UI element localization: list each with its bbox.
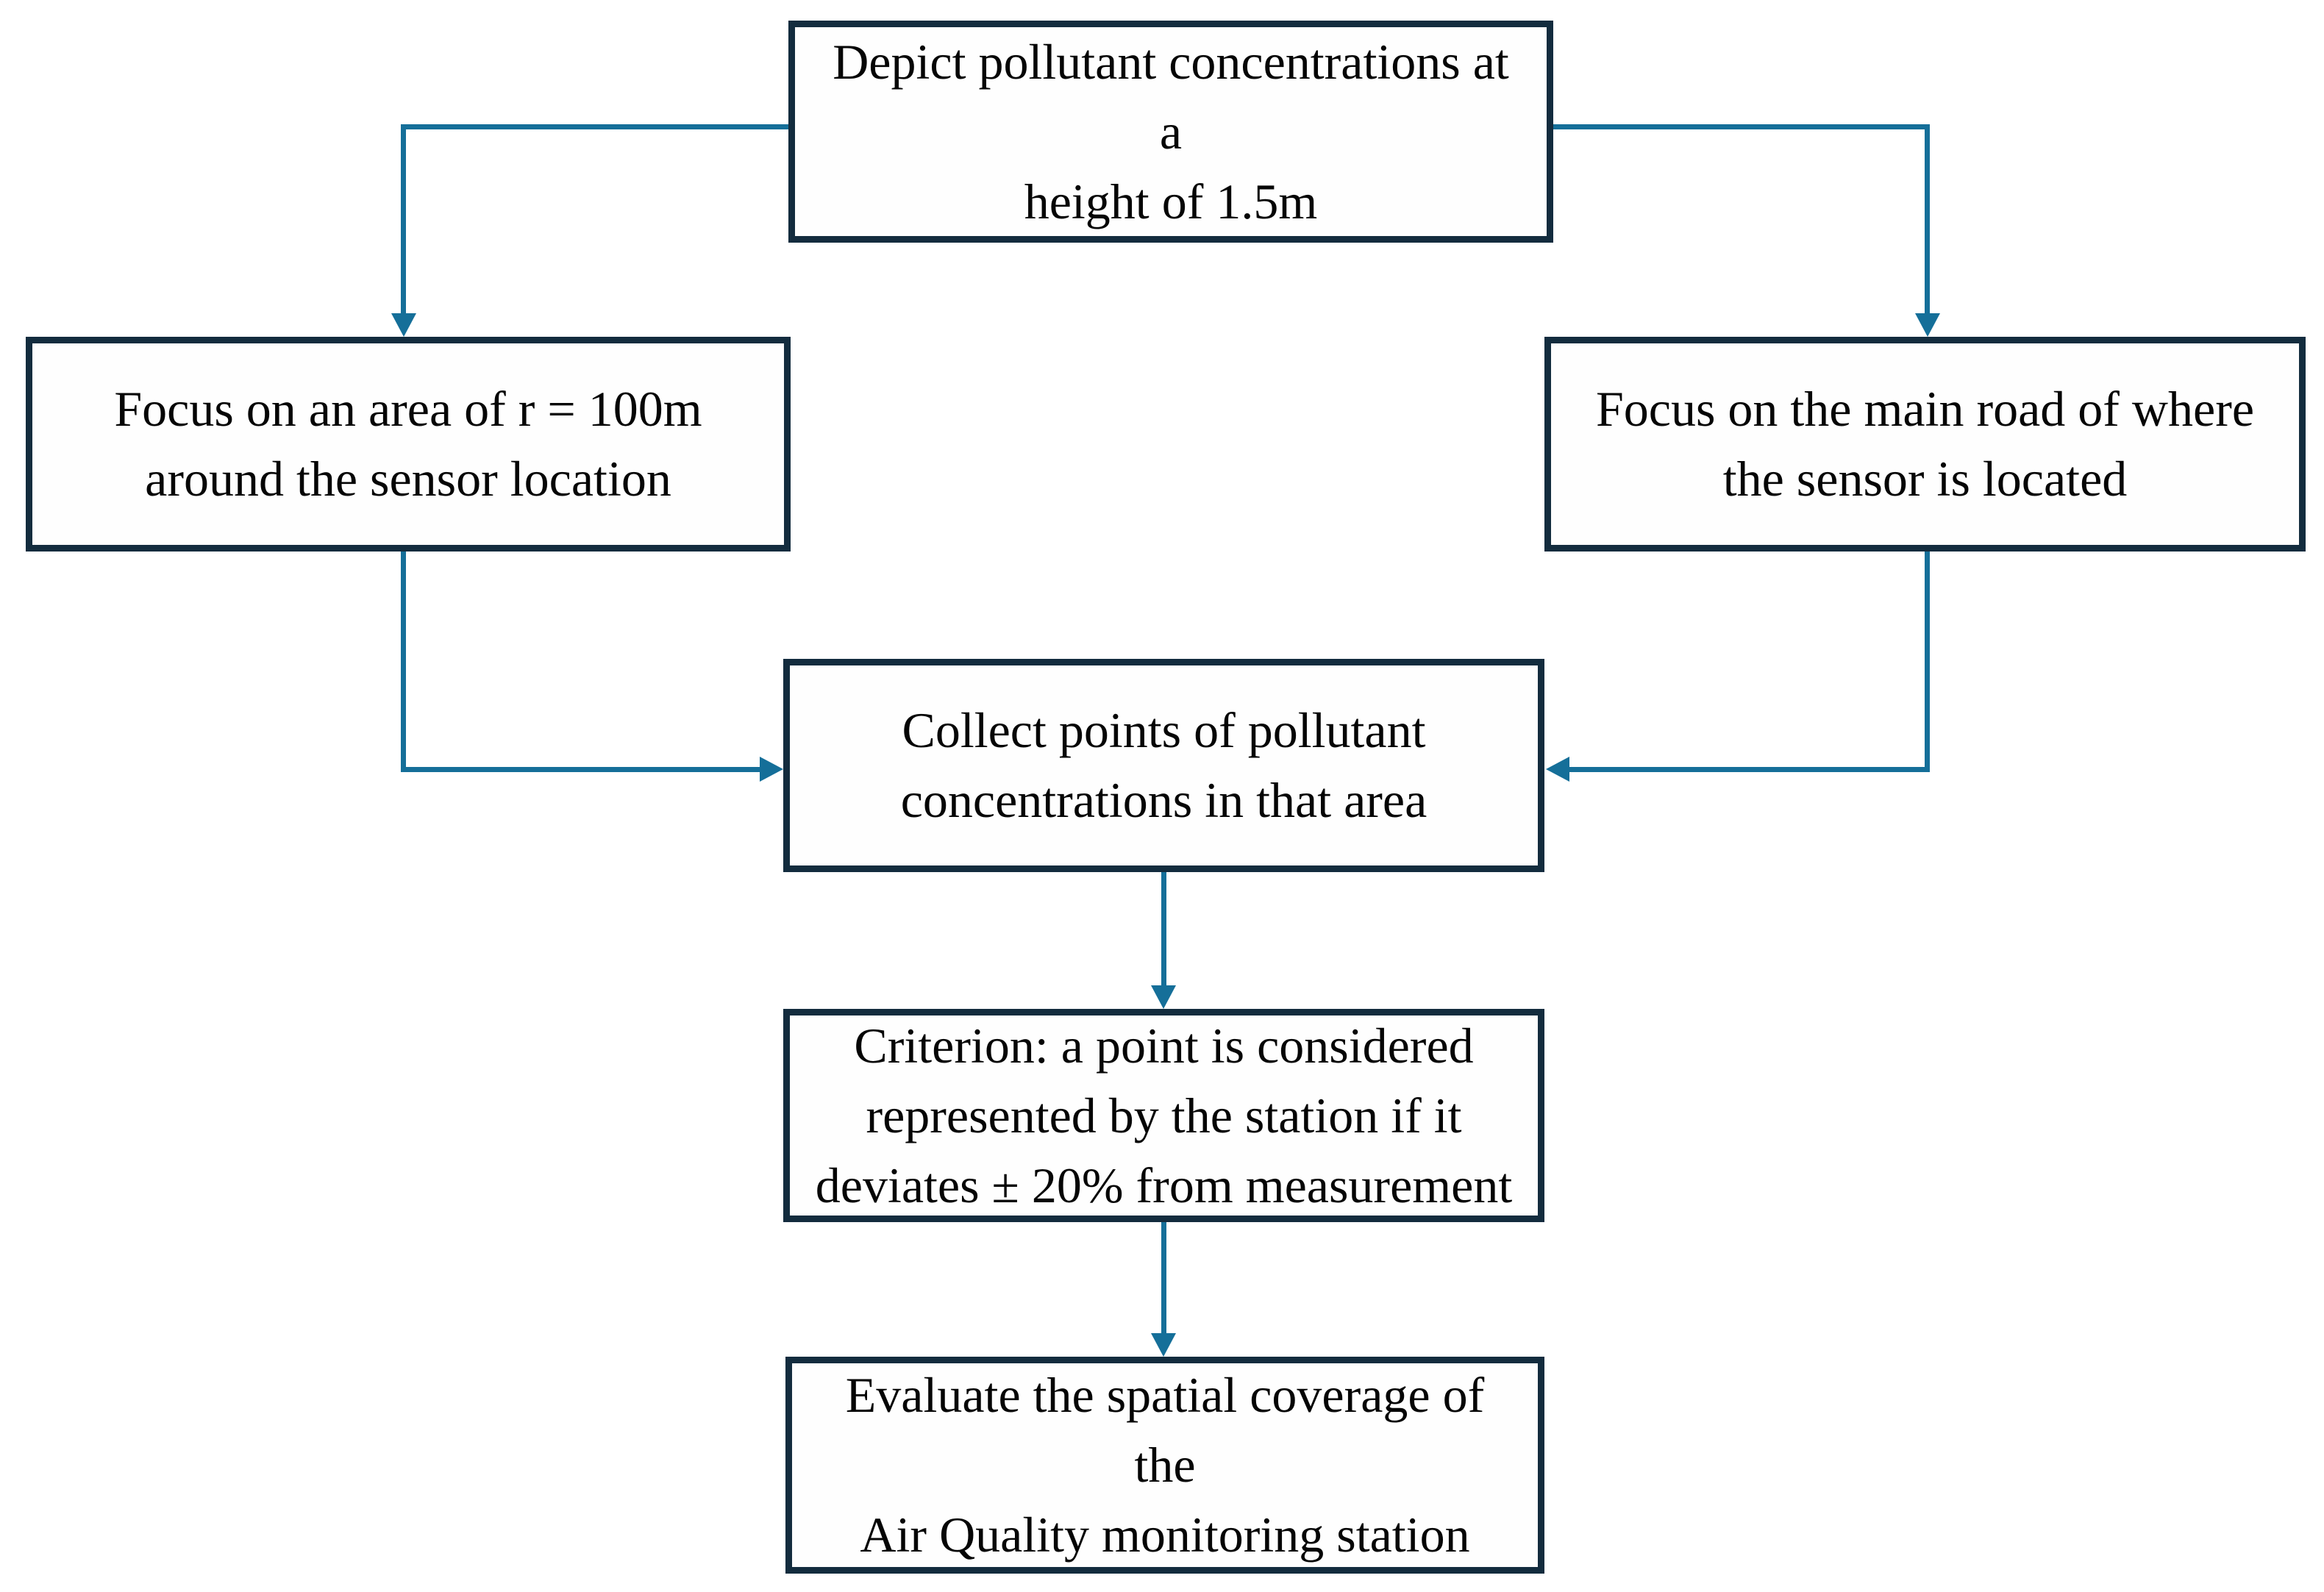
arrowhead-down-icon bbox=[1151, 1333, 1176, 1357]
flow-node-focus-main-road: Focus on the main road of where the sens… bbox=[1544, 337, 2306, 552]
edge-area-to-collect-vertical-segment bbox=[401, 552, 406, 772]
edge-area-to-collect-horizontal-segment bbox=[401, 767, 760, 772]
flow-node-label: Focus on an area of r = 100m around the … bbox=[114, 381, 702, 507]
flow-node-label: Collect points of pollutant concentratio… bbox=[900, 702, 1427, 828]
flow-node-label: Focus on the main road of where the sens… bbox=[1595, 381, 2255, 507]
arrowhead-down-icon bbox=[391, 313, 416, 337]
flow-node-label: Depict pollutant concentrations at a hei… bbox=[833, 33, 1509, 229]
edge-collect-to-criterion-vertical-segment bbox=[1161, 872, 1166, 987]
flow-node-collect-points: Collect points of pollutant concentratio… bbox=[783, 659, 1544, 872]
edge-depict-to-road-horizontal-segment bbox=[1553, 124, 1930, 129]
arrowhead-right-icon bbox=[760, 757, 783, 782]
flow-node-label: Evaluate the spatial coverage of the Air… bbox=[845, 1367, 1485, 1563]
arrowhead-down-icon bbox=[1915, 313, 1940, 337]
edge-criterion-to-evaluate-vertical-segment bbox=[1161, 1222, 1166, 1335]
edge-depict-to-area-horizontal-segment bbox=[401, 124, 791, 129]
edge-depict-to-road-vertical-segment bbox=[1925, 124, 1930, 313]
flow-node-focus-area: Focus on an area of r = 100m around the … bbox=[26, 337, 791, 552]
edge-road-to-collect-horizontal-segment bbox=[1569, 767, 1930, 772]
flow-node-evaluate-coverage: Evaluate the spatial coverage of the Air… bbox=[785, 1357, 1544, 1574]
edge-road-to-collect-vertical-segment bbox=[1925, 552, 1930, 772]
flow-node-label: Criterion: a point is considered represe… bbox=[815, 1017, 1513, 1213]
arrowhead-down-icon bbox=[1151, 985, 1176, 1009]
flow-node-criterion: Criterion: a point is considered represe… bbox=[783, 1009, 1544, 1222]
edge-depict-to-area-vertical-segment bbox=[401, 124, 406, 313]
flow-node-depict-concentrations: Depict pollutant concentrations at a hei… bbox=[788, 21, 1553, 243]
arrowhead-left-icon bbox=[1546, 757, 1569, 782]
